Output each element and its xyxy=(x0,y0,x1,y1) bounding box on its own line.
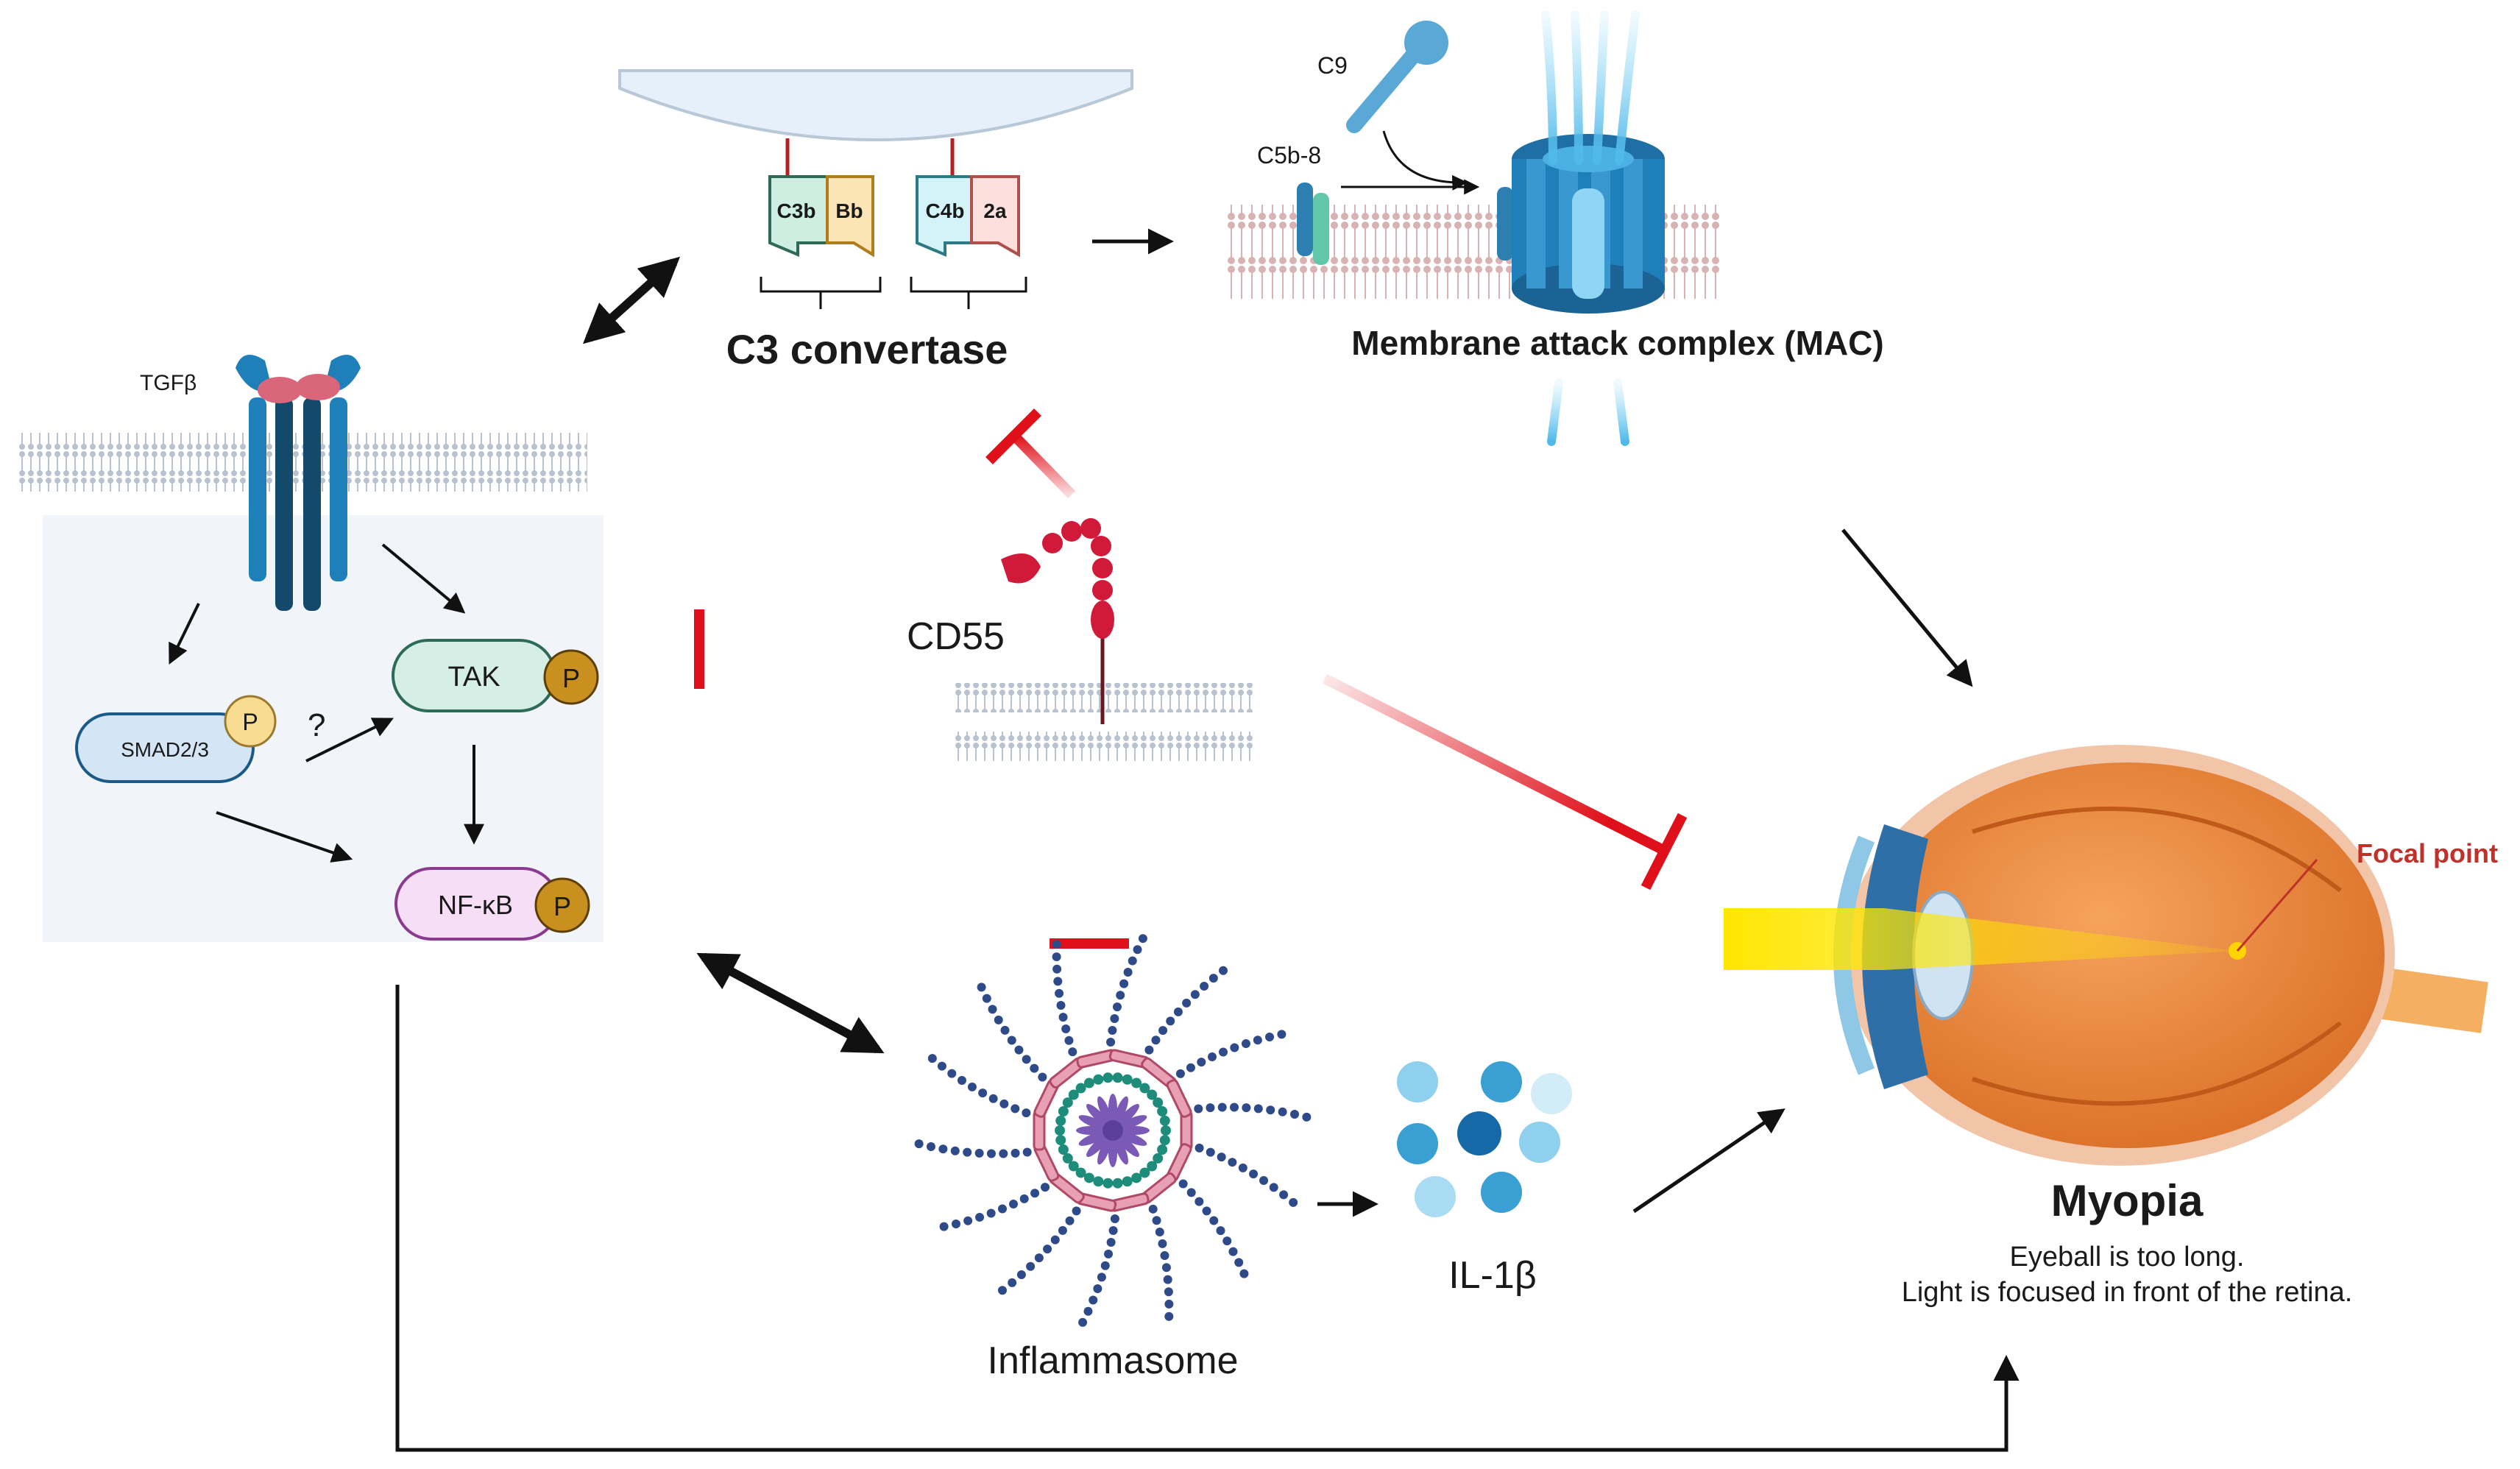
bb-label: Bb xyxy=(835,199,863,222)
nfkb-phosphate-icon xyxy=(534,877,590,933)
focal-point-label: Focal point xyxy=(2357,838,2498,868)
arrow-cell-myopia xyxy=(395,985,2020,1452)
focal-point-leader xyxy=(2236,859,2318,952)
inflammasome-icon xyxy=(914,934,1312,1327)
cd55-membrane-bottom xyxy=(954,732,1254,761)
tak-label: TAK xyxy=(447,662,500,693)
c3b-label: C3b xyxy=(777,199,816,222)
inhibit-cd55-cell xyxy=(694,609,854,689)
2a-label: 2a xyxy=(983,199,1007,222)
c5b8-label: C5b-8 xyxy=(1257,142,1321,169)
cd55-molecule-icon xyxy=(1001,518,1114,724)
biarrow-cell-inflammasome xyxy=(696,952,885,1054)
bb-block xyxy=(826,175,874,258)
smad-box xyxy=(75,712,255,783)
arrow-smad-nfkb xyxy=(216,811,353,863)
arrow-receptor-smad xyxy=(169,603,200,665)
cell-surface-curve xyxy=(618,69,1133,141)
c3-bracket-left xyxy=(760,277,882,309)
c4b-label: C4b xyxy=(926,199,965,222)
smad-phosphate-label: P xyxy=(242,709,258,735)
inhibit-cd55-myopia xyxy=(1322,673,1688,891)
inflammasome-label: Inflammasome xyxy=(988,1339,1239,1382)
myopia-title: Myopia xyxy=(2051,1176,2204,1225)
c3-convertase-title: C3 convertase xyxy=(726,326,1008,372)
c9-label: C9 xyxy=(1317,52,1348,79)
cell-membrane xyxy=(16,433,587,492)
2a-block xyxy=(970,175,1020,258)
mac-efflux-arrows-icon xyxy=(1547,378,1629,446)
il1b-molecules-icon xyxy=(1397,1061,1572,1217)
c9-icon xyxy=(1346,21,1448,133)
arrow-mac-myopia xyxy=(1841,528,1973,687)
myopia-desc-line2: Light is focused in front of the retina. xyxy=(1902,1277,2353,1308)
tgfb-label: TGFβ xyxy=(140,371,197,395)
tak-phosphate-icon xyxy=(543,649,599,705)
smad-phosphate-icon xyxy=(224,695,277,748)
arrow-il1b-myopia xyxy=(1632,1108,1785,1214)
il1b-label: IL-1β xyxy=(1448,1254,1537,1297)
tgfb-receptor-icon xyxy=(236,355,361,611)
myopia-desc-line1: Eyeball is too long. xyxy=(2010,1242,2245,1272)
tak-phosphate-label: P xyxy=(562,663,580,693)
c3-bracket-right xyxy=(910,277,1027,309)
nfkb-phosphate-label: P xyxy=(553,891,571,921)
smad-label: SMAD2/3 xyxy=(121,738,209,761)
mac-influx-arrows-icon xyxy=(1541,10,1640,165)
mac-title: Membrane attack complex (MAC) xyxy=(1351,324,1883,362)
question-mark: ? xyxy=(308,707,325,743)
inhibit-cd55-inflammasome xyxy=(1050,839,1129,949)
mac-pore-icon xyxy=(1512,134,1665,314)
nfkb-label: NF-κB xyxy=(438,890,513,920)
cd55-label: CD55 xyxy=(907,615,1005,658)
biarrow-cell-c3 xyxy=(582,256,681,344)
arrow-smad-tak xyxy=(305,718,394,762)
arrow-receptor-tak xyxy=(381,543,466,614)
light-beam xyxy=(1724,908,2237,970)
inhibit-cd55-c3 xyxy=(985,408,1076,498)
